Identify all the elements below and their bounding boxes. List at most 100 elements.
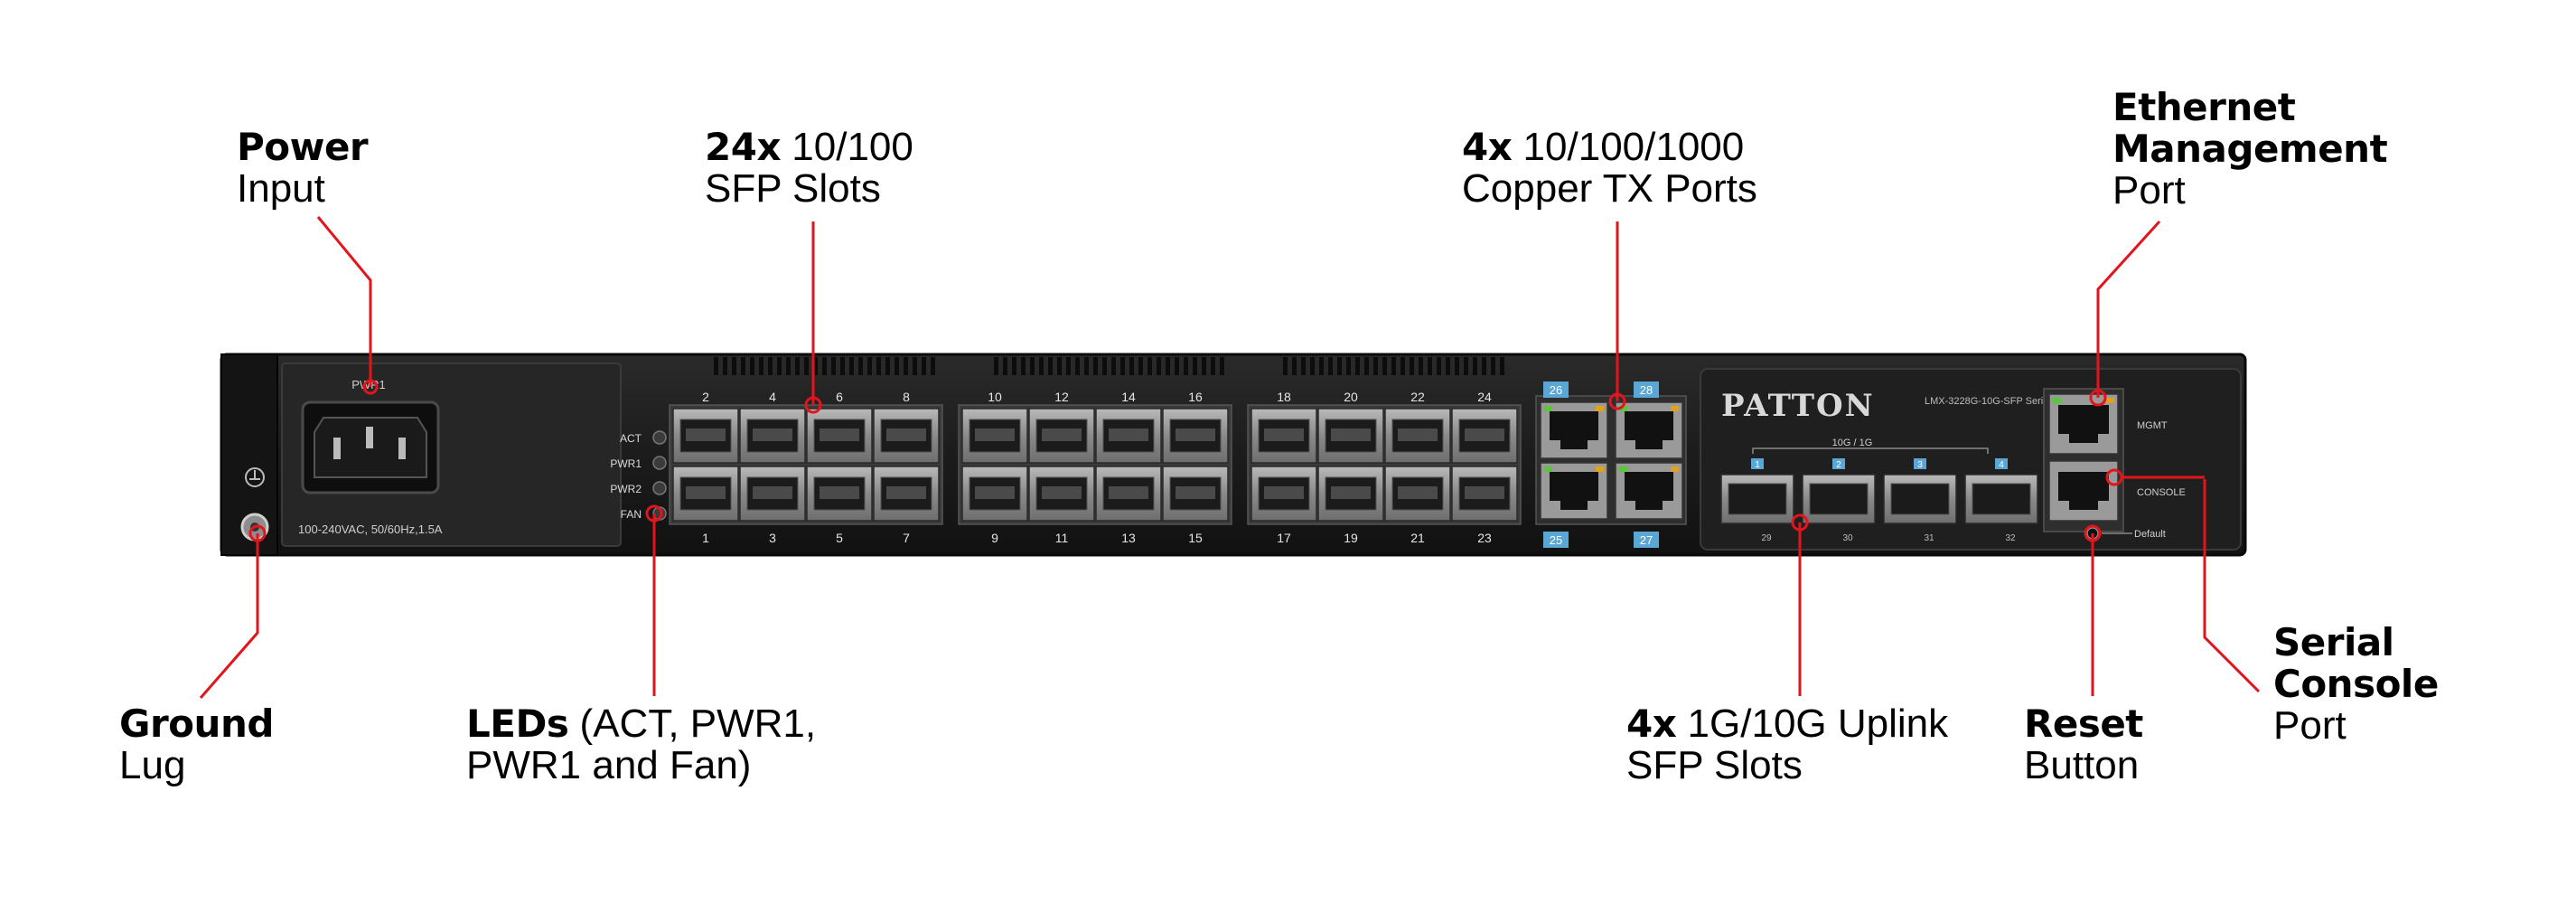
vent-slot [1220, 357, 1224, 375]
vent-slot [732, 357, 736, 375]
power-input-socket [301, 400, 440, 494]
callout-console-line1: Serial [2273, 620, 2394, 664]
sfp-top-number: 22 [1410, 390, 1425, 404]
callout-uplink: 4x 1G/10G Uplink SFP Slots [1626, 703, 1948, 786]
callout-ground-line2: Lug [119, 743, 186, 787]
rj45-led [1596, 406, 1604, 411]
sfp-contact [1398, 428, 1438, 441]
copper-port-number: 26 [1550, 383, 1562, 397]
uplink-sfp-opening [1972, 483, 2031, 515]
vent-slot [750, 357, 754, 375]
default-label: Default [2134, 529, 2166, 540]
sfp-contact [1109, 486, 1148, 499]
callout-line-mgmt [2096, 220, 2161, 398]
vent-slot [876, 357, 881, 375]
vent-slot [759, 357, 763, 375]
sfp-bottom-number: 11 [1055, 531, 1069, 545]
uplink-top-number: 2 [1836, 460, 1841, 470]
copper-port-number: 28 [1640, 383, 1653, 397]
callout-sfp24-line2: SFP Slots [705, 166, 881, 211]
callout-uplink-line2: SFP Slots [1626, 743, 1803, 787]
sfp-contact [753, 486, 792, 499]
sfp-contact [1109, 428, 1148, 441]
sfp-contact [686, 486, 726, 499]
vent-slot [904, 357, 908, 375]
sfp-bottom-number: 7 [903, 531, 910, 545]
sfp-top-number: 20 [1344, 390, 1358, 404]
uplink-sfp-opening [1728, 483, 1787, 515]
sfp-bottom-number: 5 [836, 531, 843, 545]
vent-slot [994, 357, 998, 375]
ac-rating-label: 100-240VAC, 50/60Hz,1.5A [298, 523, 443, 536]
callout-power: Power Input [237, 127, 369, 211]
mgmt-led [2053, 398, 2061, 403]
uplink-bracket [1752, 447, 1989, 454]
uplink-number-badge [1832, 458, 1845, 469]
led-label: ACT [620, 432, 642, 445]
sfp-bottom-number: 23 [1477, 531, 1492, 545]
sfp-contact [1042, 486, 1082, 499]
rj45-port-opening [1550, 411, 1598, 449]
copper-port-number-badge [1634, 381, 1659, 398]
vent-slot [1039, 357, 1044, 375]
callout-mgmt-line3: Port [2112, 168, 2186, 212]
vent-slot [1482, 357, 1486, 375]
uplink-top-number: 4 [1999, 460, 2004, 470]
uplink-number-badge [1914, 458, 1926, 469]
vent-slot [1446, 357, 1450, 375]
callout-mgmt-line1: Ethernet [2112, 85, 2296, 129]
vent-slot [1419, 357, 1423, 375]
rj45-led [1544, 466, 1552, 472]
vent-slot [1292, 357, 1297, 375]
vent-slot [777, 357, 782, 375]
callout-leds-line2: PWR1 and Fan) [466, 743, 752, 787]
callout-leds-rest: (ACT, PWR1, [568, 702, 817, 746]
uplink-bottom-number: 31 [1924, 533, 1934, 543]
vent-slot [1491, 357, 1495, 375]
sfp-top-number: 2 [702, 390, 709, 404]
sfp-bottom-number: 9 [991, 531, 998, 545]
callout-sfp24-rest: 10/100 [781, 125, 913, 169]
rj45-led [1619, 466, 1627, 472]
callout-reset-bold: Reset [2024, 702, 2143, 746]
sfp-bottom-number: 3 [769, 531, 776, 545]
vent-slot [1021, 357, 1026, 375]
vent-slot [1111, 357, 1116, 375]
rj45-led [1544, 406, 1552, 411]
callout-reset-line2: Button [2024, 743, 2140, 787]
rj45-port-opening [2058, 472, 2109, 510]
rj45-led [1596, 466, 1604, 472]
vent-slot [1211, 357, 1215, 375]
callout-leds-bold: LEDs [466, 702, 569, 746]
callout-reset: Reset Button [2024, 703, 2143, 786]
vent-slot [1364, 357, 1369, 375]
vent-slot [849, 357, 854, 375]
vent-slot [858, 357, 863, 375]
vent-slot [1166, 357, 1170, 375]
vent-slot [714, 357, 718, 375]
vent-slot [1464, 357, 1468, 375]
uplink-top-number: 3 [1917, 460, 1923, 470]
vent-slot [922, 357, 926, 375]
sfp-contact [820, 486, 859, 499]
copper-port-number-badge [1543, 381, 1569, 398]
callout-lines [199, 216, 2261, 699]
callout-line-ground [199, 533, 259, 699]
sfp-contact [1465, 486, 1504, 499]
status-led [652, 456, 667, 470]
vent-slot [1473, 357, 1477, 375]
led-label: PWR1 [610, 457, 642, 470]
vent-slot [885, 357, 890, 375]
sfp-top-number: 4 [769, 390, 776, 404]
uplink-bottom-number: 32 [2005, 533, 2016, 543]
vent-slot [1066, 357, 1071, 375]
vent-slot [1400, 357, 1405, 375]
callout-power-line2: Input [237, 166, 325, 211]
sfp-contact [1398, 486, 1438, 499]
sfp-top-number: 10 [988, 390, 1002, 404]
vent-slot [1184, 357, 1188, 375]
rj45-port-opening [1625, 411, 1673, 449]
sfp-top-number: 16 [1188, 390, 1203, 404]
